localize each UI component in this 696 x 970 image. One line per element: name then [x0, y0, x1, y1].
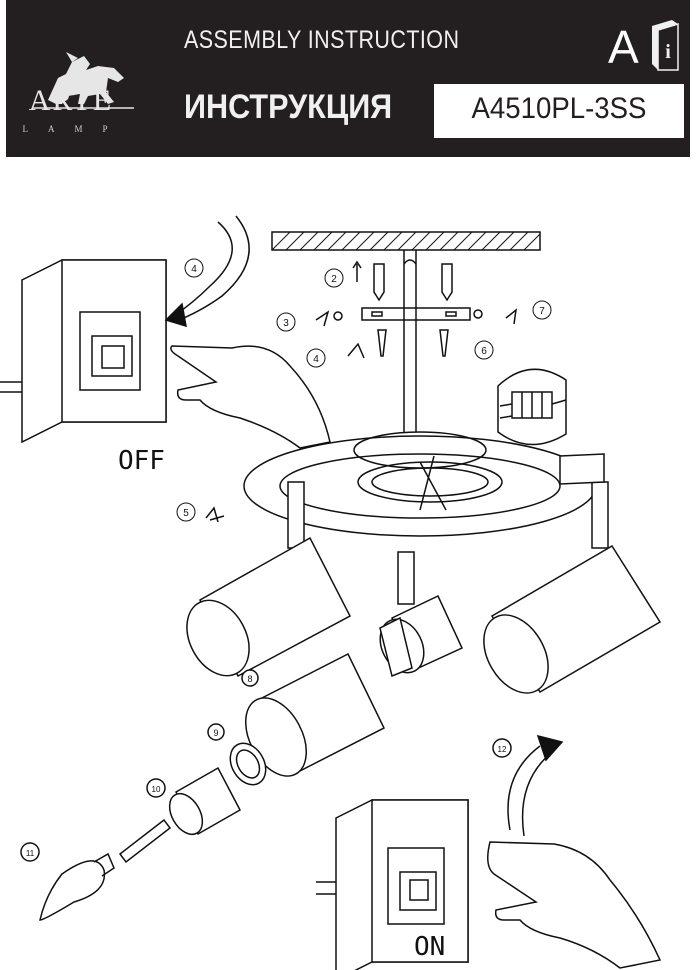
- model-box: A4510PL-3SS: [434, 84, 684, 138]
- arrow-icon: [164, 215, 250, 328]
- svg-text:5: 5: [183, 508, 189, 519]
- title-russian: ИНСТРУКЦИЯ: [184, 88, 393, 126]
- switch-box-icon: [0, 259, 167, 444]
- svg-text:8: 8: [247, 674, 252, 684]
- spotlight-icon: [186, 453, 662, 694]
- title-english: ASSEMBLY INSTRUCTION: [184, 26, 460, 54]
- info-book-icon: i: [652, 20, 679, 71]
- lion-logo-icon: [32, 52, 134, 109]
- brand-name: ARTE: [28, 84, 114, 117]
- svg-text:4: 4: [191, 264, 197, 275]
- wall-plug-icon: [352, 260, 453, 302]
- svg-text:4: 4: [313, 354, 319, 365]
- svg-text:10: 10: [152, 785, 161, 794]
- svg-text:6: 6: [481, 346, 487, 357]
- label-off: OFF: [118, 446, 165, 476]
- svg-text:i: i: [665, 41, 671, 63]
- hand-icon: [487, 841, 662, 969]
- svg-text:7: 7: [539, 306, 545, 317]
- brand-subtitle: LAMP: [22, 124, 128, 134]
- svg-text:2: 2: [331, 274, 337, 285]
- svg-text:3: 3: [283, 318, 289, 329]
- ring-nut-icon: 9: [207, 723, 267, 786]
- lamp-body-icon: [243, 431, 597, 537]
- ceiling-icon: [271, 231, 541, 251]
- language-letter: A: [608, 21, 639, 73]
- terminal-block-icon: [497, 368, 567, 446]
- model-number: A4510PL-3SS: [471, 92, 647, 125]
- socket-icon: 10: [118, 766, 241, 864]
- svg-text:11: 11: [26, 849, 35, 858]
- screw-icon: [315, 308, 518, 359]
- assembly-diagram: 8 9 10 11: [0, 215, 662, 970]
- label-on: ON: [414, 932, 446, 962]
- arrow-icon: 12: [492, 734, 564, 837]
- header-bar: ARTE LAMP ASSEMBLY INSTRUCTION ИНСТРУКЦИ…: [6, 0, 690, 157]
- mounting-bracket-icon: [361, 250, 471, 440]
- switch-box-icon: [316, 799, 469, 970]
- svg-text:9: 9: [213, 728, 218, 738]
- hand-icon: [170, 345, 331, 449]
- svg-text:12: 12: [498, 745, 507, 754]
- bulb-icon: 11: [20, 842, 115, 921]
